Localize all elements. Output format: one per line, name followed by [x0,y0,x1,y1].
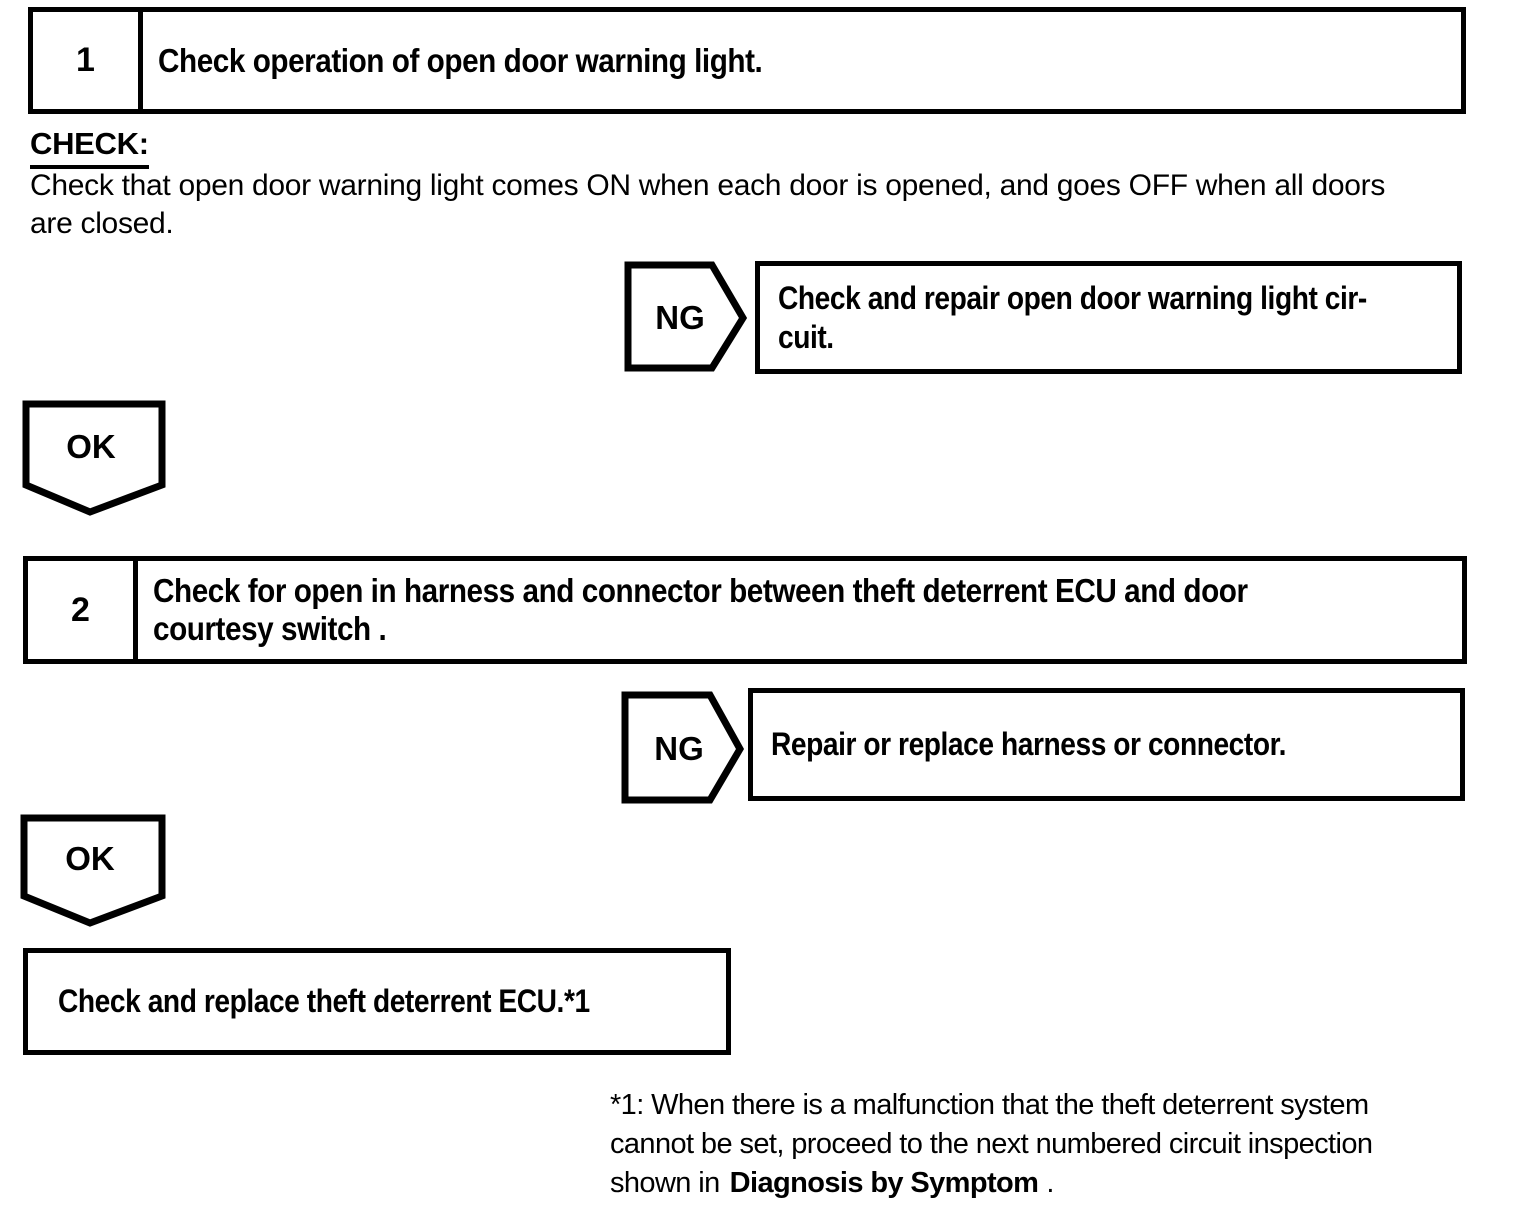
ok-arrow-2-shape [20,814,166,927]
ok-arrow-2: OK [20,814,166,927]
ng-result-1-line-2: cuit. [778,318,834,355]
ng-result-2-text: Repair or replace harness or connector. [771,726,1286,762]
ok-arrow-1: OK [22,400,166,516]
step-2-title-line-2: courtesy switch . [153,610,387,647]
footnote-line-3-reference: Diagnosis by Symptom [729,1167,1039,1199]
step-2-number: 2 [28,561,138,659]
final-action-text: Check and replace theft deterrent ECU.*1 [58,983,590,1019]
ok-arrow-1-label: OK [66,428,116,465]
check-body-line-2: are closed. [30,207,174,240]
check-heading: CHECK: [30,126,149,169]
footnote-line-3: shown in Diagnosis by Symptom. [610,1164,1372,1203]
step-1-box: 1 Check operation of open door warning l… [28,7,1466,114]
footnote: *1: When there is a malfunction that the… [610,1086,1373,1203]
ok-arrow-1-shape [22,400,166,516]
ng-result-box-2: Repair or replace harness or connector. [748,688,1465,801]
footnote-line-2: cannot be set, proceed to the next numbe… [610,1128,1373,1160]
ng-arrow-1-label: NG [655,299,705,336]
ng-arrow-2-shape [621,691,745,804]
ng-result-1-line-1: Check and repair open door warning light… [778,279,1367,316]
step-2-title: Check for open in harness and connector … [138,561,1462,659]
footnote-line-3-period: . [1046,1167,1054,1199]
step-2-title-line-1: Check for open in harness and connector … [153,572,1248,609]
step-1-title-text: Check operation of open door warning lig… [158,41,763,79]
step-1-number: 1 [33,12,143,109]
final-action-box: Check and replace theft deterrent ECU.*1 [23,948,731,1055]
footnote-line-3-prefix: shown in [610,1167,720,1199]
ng-arrow-2: NG [621,691,745,804]
ng-arrow-2-label: NG [654,730,704,767]
footnote-line-1: *1: When there is a malfunction that the… [610,1089,1369,1121]
ng-result-box-1: Check and repair open door warning light… [755,261,1462,374]
step-1-title: Check operation of open door warning lig… [143,12,1461,109]
step-2-box: 2 Check for open in harness and connecto… [23,556,1467,664]
ok-arrow-2-label: OK [65,840,115,877]
ng-arrow-1: NG [624,261,748,372]
ng-arrow-1-shape [624,261,748,372]
check-body: Check that open door warning light comes… [30,167,1385,243]
check-body-line-1: Check that open door warning light comes… [30,169,1386,202]
